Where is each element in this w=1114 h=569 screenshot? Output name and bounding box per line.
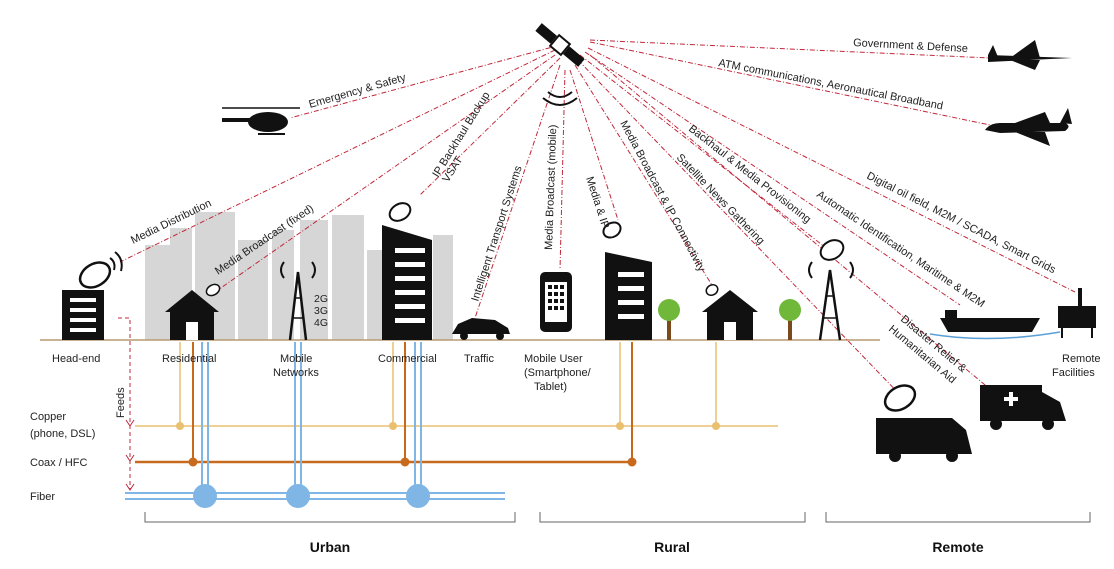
- ship-icon: [929, 310, 1061, 340]
- region-brackets: [144, 512, 1091, 523]
- house-icon: [165, 283, 221, 340]
- headend-dish-icon: [62, 251, 123, 340]
- label-remote-facilities-2: Facilities: [1052, 367, 1095, 379]
- label-copper-1: Copper: [30, 411, 66, 423]
- house-icon: [702, 283, 758, 340]
- label-feeds: Feeds: [115, 387, 127, 418]
- feeds-line: [118, 317, 135, 491]
- service-link-labels: Emergency & Safety Media Distribution Me…: [129, 37, 1058, 386]
- car-icon: [452, 318, 510, 340]
- cell-tower-icon: [280, 261, 316, 341]
- sng-van-icon: [876, 384, 972, 462]
- smartphone-icon: [540, 272, 572, 332]
- label-urban: Urban: [310, 539, 350, 555]
- label-copper-2: (phone, DSL): [30, 428, 95, 440]
- label-3g: 3G: [314, 305, 328, 317]
- airliner-icon: [985, 108, 1072, 146]
- fiber-network: [125, 342, 505, 508]
- label-fiber: Fiber: [30, 491, 55, 503]
- label-residential: Residential: [162, 353, 216, 365]
- rural-building-icon: [602, 221, 652, 340]
- helicopter-icon: [222, 107, 300, 135]
- label-4g: 4G: [314, 317, 328, 329]
- copper-network: [135, 342, 778, 430]
- label-media-broadcast-mobile: Media Broadcast (mobile): [543, 124, 559, 250]
- label-intelligent-transport: Intelligent Transport Systems: [469, 164, 524, 303]
- coax-network: [135, 342, 637, 467]
- label-mobile-networks-1: Mobile: [280, 353, 312, 365]
- label-mobile-user-1: Mobile User: [524, 353, 583, 365]
- label-commercial: Commercial: [378, 353, 437, 365]
- label-remote: Remote: [932, 539, 984, 555]
- label-traffic: Traffic: [464, 353, 494, 365]
- tree-icon: [658, 299, 801, 340]
- label-headend: Head-end: [52, 353, 100, 365]
- label-rural: Rural: [654, 539, 690, 555]
- cell-tower-icon: [808, 239, 854, 341]
- label-2g: 2G: [314, 293, 328, 305]
- network-labels: Feeds Copper (phone, DSL) Coax / HFC Fib…: [30, 387, 127, 503]
- label-emergency: Emergency & Safety: [308, 72, 408, 111]
- ambulance-icon: [980, 385, 1066, 430]
- label-remote-facilities-1: Remote: [1062, 353, 1101, 365]
- office-building-icon: [382, 202, 432, 340]
- region-labels: Urban Rural Remote: [310, 539, 984, 555]
- fighter-jet-icon: [988, 40, 1072, 70]
- label-media-ip: Media & IP: [583, 175, 611, 230]
- satellite-links: [119, 39, 1076, 411]
- site-labels: Head-end Residential Mobile Networks 2G …: [52, 293, 1101, 393]
- label-media-broadcast-ip: Media Broadcast & IP Connectivity: [617, 119, 707, 274]
- label-atm: ATM communications, Aeronautical Broadba…: [717, 57, 944, 112]
- oil-rig-icon: [1058, 288, 1096, 338]
- label-mobile-user-3: Tablet): [534, 381, 567, 393]
- label-mobile-user-2: (Smartphone/: [524, 367, 592, 379]
- satellite-icon: [535, 23, 585, 106]
- label-mobile-networks-2: Networks: [273, 367, 319, 379]
- label-coax: Coax / HFC: [30, 457, 88, 469]
